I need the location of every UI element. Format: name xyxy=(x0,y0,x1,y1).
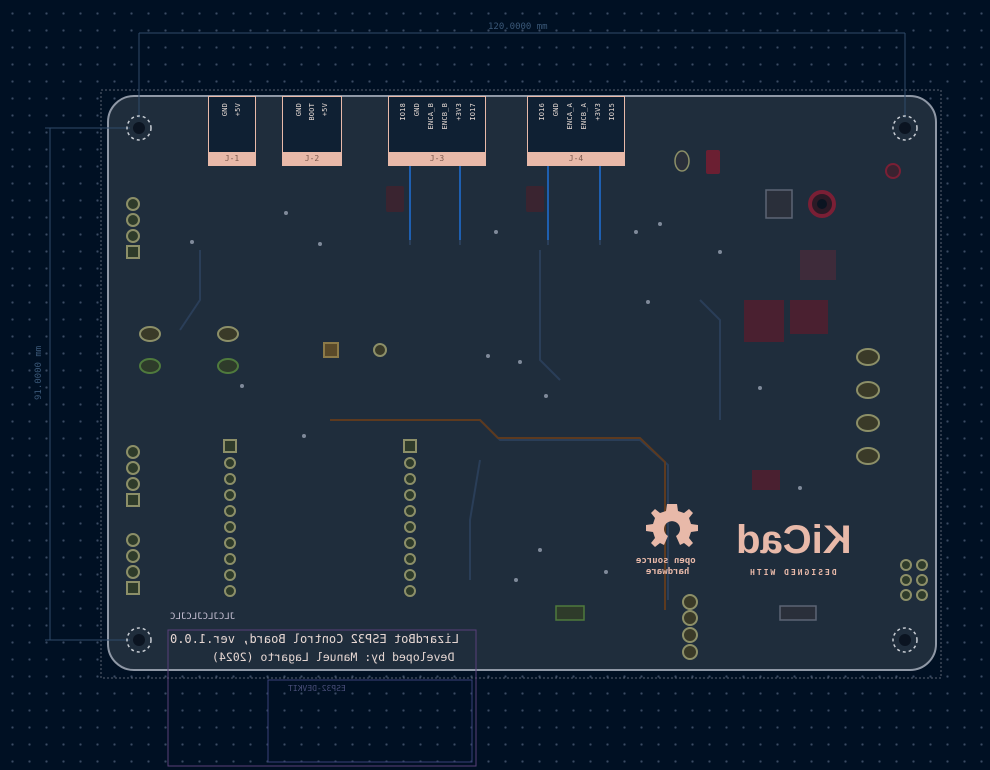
button-footprints xyxy=(139,326,387,374)
pin-label: GND xyxy=(552,103,560,117)
osh-text-line2: hardware xyxy=(646,567,690,577)
board-title-line2: Developed by: Manuel Lagarto (2024) xyxy=(212,650,455,664)
terminal-right xyxy=(856,348,880,465)
kicad-logo-text: KiCad xyxy=(736,518,852,562)
esp32-module-outline xyxy=(167,629,477,767)
header-label-j2[interactable]: GND BOOT +5V J-2 xyxy=(282,96,342,166)
mounting-hole-bl xyxy=(126,627,152,653)
pin-label: IO17 xyxy=(469,103,477,121)
header-ref: J-4 xyxy=(528,152,624,165)
header-ref: J-2 xyxy=(283,152,341,165)
board-outer-keepout xyxy=(100,89,942,679)
header-ref: J-1 xyxy=(209,152,255,165)
pin-label: ENCB_B xyxy=(441,103,449,130)
header-ref: J-3 xyxy=(389,152,485,165)
mounting-hole-br xyxy=(892,627,918,653)
traces-blue xyxy=(409,165,601,240)
footprint-pads xyxy=(386,150,836,490)
pin-label: +5V xyxy=(321,103,329,117)
board-edge xyxy=(107,95,937,671)
pin-label: +3V3 xyxy=(455,103,463,121)
connector-left-bottom xyxy=(126,533,140,595)
pin-label: +5V xyxy=(234,103,242,117)
pin-label: GND xyxy=(221,103,229,117)
pin-label: ENCA_A xyxy=(566,103,574,130)
dimension-width: 120.0000 mm xyxy=(488,22,548,32)
pin-label: ENCA_B xyxy=(427,103,435,130)
pin-label: GND xyxy=(295,103,303,117)
bottom-connectors xyxy=(555,559,928,660)
osh-text-line1: open source xyxy=(636,556,696,566)
osh-gear-icon xyxy=(646,504,698,547)
pin-label: BOOT xyxy=(308,103,316,121)
kicad-logo: KiCad DESIGNED WITH xyxy=(736,518,870,582)
mounting-hole-tr xyxy=(892,115,918,141)
pin-label: IO15 xyxy=(608,103,616,121)
pin-label: ENCB_A xyxy=(580,103,588,130)
esp32-header-right xyxy=(403,439,417,597)
pin-label: GND xyxy=(413,103,421,117)
header-label-j1[interactable]: GND +5V J-1 xyxy=(208,96,256,166)
mounting-hole-tl xyxy=(126,115,152,141)
osh-logo: open source hardware xyxy=(636,500,704,584)
pin-label: +3V3 xyxy=(594,103,602,121)
esp32-module-label: ESP32-DEVKIT xyxy=(288,684,346,693)
pin-label: IO16 xyxy=(538,103,546,121)
connector-left-mid xyxy=(126,445,140,507)
jlc-pattern-text: JLCJLCJLCJLC xyxy=(170,612,236,622)
dimension-height: 91.0000 mm xyxy=(34,345,44,400)
header-label-j3[interactable]: IO18 GND ENCA_B ENCB_B +3V3 IO17 J-3 xyxy=(388,96,486,166)
pin-label: IO18 xyxy=(399,103,407,121)
esp32-header-left xyxy=(223,439,237,597)
header-label-j4[interactable]: IO16 GND ENCA_A ENCB_A +3V3 IO15 J-4 xyxy=(527,96,625,166)
power-jack xyxy=(674,150,901,219)
connector-left-top xyxy=(126,197,140,259)
vias xyxy=(190,211,802,582)
traces-brown xyxy=(330,419,666,610)
kicad-designed-with: DESIGNED WITH xyxy=(748,568,837,577)
board-title-line1: LizardBot ESP32 Control Board, ver.1.0.0 xyxy=(170,632,459,646)
